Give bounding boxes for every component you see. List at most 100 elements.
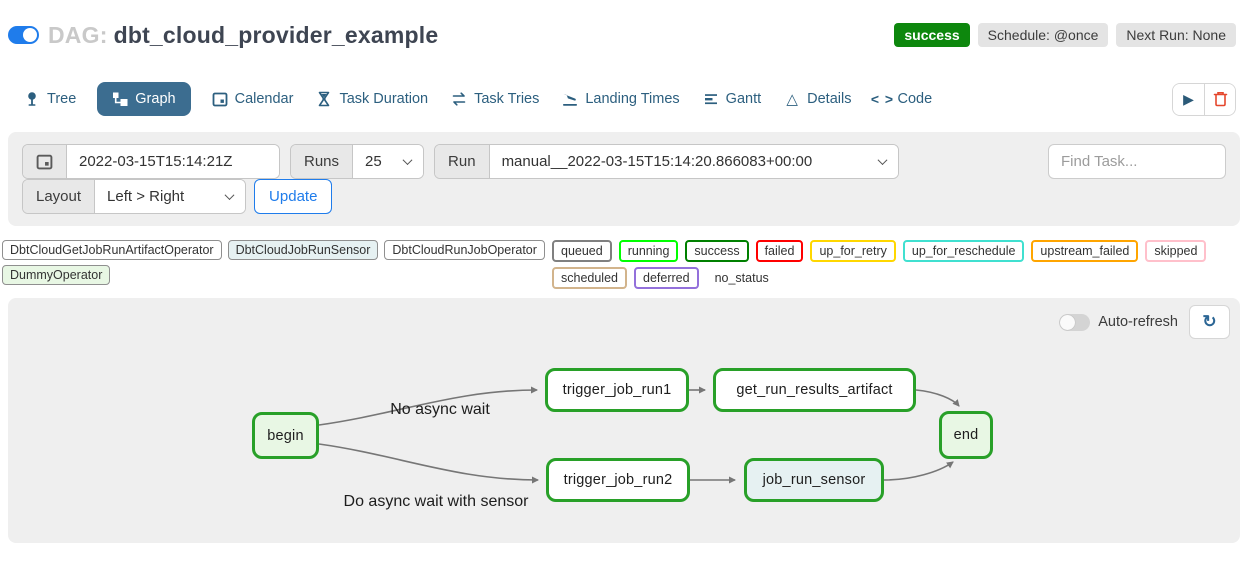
tab-details[interactable]: △ Details [782, 83, 853, 115]
edge-label-no-async-wait: No async wait [390, 401, 490, 418]
chevron-down-icon [224, 190, 235, 201]
operator-pill: DbtCloudRunJobOperator [384, 240, 545, 260]
edge-sensor-to-end [883, 461, 954, 481]
tab-label: Task Duration [339, 91, 429, 107]
tab-task-duration[interactable]: Task Duration [314, 83, 430, 115]
auto-refresh-controls: Auto-refresh ↻ [1059, 305, 1230, 339]
layout-select[interactable]: Left > Right [95, 180, 246, 213]
operator-pill: DbtCloudJobRunSensor [227, 240, 379, 260]
legend: DbtCloudGetJobRunArtifactOperator DbtClo… [2, 240, 1240, 289]
run-select-group: Run manual__2022-03-15T15:14:20.866083+0… [434, 144, 899, 179]
delete-dag-button[interactable] [1204, 83, 1235, 115]
state-pill-up-for-reschedule: up_for_reschedule [902, 240, 1025, 262]
dag-node-trigger-job-run2[interactable]: trigger_job_run2 [546, 458, 690, 502]
tab-label: Gantt [725, 91, 762, 107]
dag-node-get-run-results-artifact[interactable]: get_run_results_artifact [713, 368, 916, 412]
operator-pill: DbtCloudGetJobRunArtifactOperator [2, 240, 222, 260]
state-pill-running: running [618, 240, 679, 262]
refresh-button[interactable]: ↻ [1189, 305, 1230, 339]
state-legend: queued running success failed up_for_ret… [552, 240, 1240, 289]
tab-label: Details [807, 91, 852, 107]
airflow-dag-page: DAG:dbt_cloud_provider_example success S… [0, 16, 1248, 543]
edge-begin-to-trigger1 [318, 386, 538, 426]
dag-node-trigger-job-run1[interactable]: trigger_job_run1 [545, 368, 689, 412]
next-run-badge: Next Run: None [1116, 23, 1236, 47]
base-date-group: 2022-03-15T15:14:21Z [22, 144, 280, 179]
hourglass-icon [316, 91, 332, 107]
state-pill-scheduled: scheduled [552, 267, 627, 289]
page-title: DAG:dbt_cloud_provider_example [48, 22, 438, 49]
status-badge[interactable]: success [894, 23, 970, 47]
layout-label: Layout [23, 180, 96, 213]
refresh-arrow-icon: ↻ [1202, 312, 1217, 331]
filter-row-2: Layout Left > Right Update [22, 179, 1226, 214]
tree-icon [24, 91, 40, 107]
state-pill-deferred: deferred [634, 267, 699, 289]
plane-landing-icon [562, 91, 578, 107]
dag-name: dbt_cloud_provider_example [113, 21, 439, 48]
auto-refresh-label: Auto-refresh [1098, 314, 1178, 330]
state-pill-queued: queued [552, 240, 612, 262]
chevron-down-icon [877, 155, 888, 166]
dag-node-job-run-sensor[interactable]: job_run_sensor [744, 458, 884, 502]
view-tabs: Tree Graph Calendar Task Duration [22, 82, 934, 116]
tab-landing-times[interactable]: Landing Times [560, 83, 681, 115]
tab-tree[interactable]: Tree [22, 83, 78, 115]
repeat-arrows-icon [451, 91, 467, 107]
update-button[interactable]: Update [254, 179, 333, 214]
state-pill-up-for-retry: up_for_retry [810, 240, 896, 262]
tab-label: Calendar [234, 91, 294, 107]
num-runs-group: Runs 25 [290, 144, 425, 179]
state-pill-skipped: skipped [1145, 240, 1207, 262]
toggle-knob [23, 28, 37, 42]
tab-label: Code [897, 91, 933, 107]
tab-graph[interactable]: Graph [97, 82, 191, 116]
find-task-input[interactable] [1048, 144, 1226, 179]
layout-group: Layout Left > Right [22, 179, 247, 214]
runs-label: Runs [291, 145, 354, 178]
header: DAG:dbt_cloud_provider_example success S… [8, 16, 1236, 54]
filter-row-1: 2022-03-15T15:14:21Z Runs 25 Run manual_… [22, 144, 1226, 179]
run-select[interactable]: manual__2022-03-15T15:14:20.866083+00:00 [489, 145, 898, 178]
toggle-knob [1060, 314, 1076, 330]
trigger-dag-button[interactable]: ▶ [1173, 83, 1204, 115]
base-date-input[interactable]: 2022-03-15T15:14:21Z [67, 145, 279, 178]
operator-pill: DummyOperator [2, 265, 111, 285]
dag-edges [318, 386, 960, 484]
dag-prefix-label: DAG: [48, 21, 108, 48]
edge-begin-to-trigger2 [318, 443, 539, 484]
triangle-icon: △ [786, 90, 798, 108]
tab-label: Landing Times [585, 91, 680, 107]
tab-label: Graph [135, 91, 176, 107]
tab-calendar[interactable]: Calendar [210, 83, 296, 115]
auto-refresh-toggle[interactable] [1059, 313, 1091, 331]
tab-code[interactable]: < > Code [870, 83, 934, 115]
chevron-down-icon [402, 155, 413, 166]
state-pill-upstream-failed: upstream_failed [1031, 240, 1139, 262]
edge-label-do-async-wait: Do async wait with sensor [343, 493, 529, 510]
tab-gantt[interactable]: Gantt [701, 83, 763, 115]
dag-node-end[interactable]: end [939, 411, 993, 459]
tab-task-tries[interactable]: Task Tries [449, 83, 541, 115]
play-icon: ▶ [1183, 91, 1194, 107]
operator-legend: DbtCloudGetJobRunArtifactOperator DbtClo… [2, 240, 548, 285]
dag-graph-panel: Auto-refresh ↻ begin trigger_job_run1 ge… [8, 298, 1240, 543]
tabs-row: Tree Graph Calendar Task Duration [22, 82, 1236, 116]
tab-label: Task Tries [474, 91, 540, 107]
graph-icon [112, 91, 128, 107]
dag-action-buttons: ▶ [1172, 82, 1236, 116]
dag-pause-toggle[interactable] [8, 26, 39, 44]
state-pill-no-status: no_status [705, 267, 778, 289]
dag-node-begin[interactable]: begin [252, 412, 319, 459]
state-pill-failed: failed [755, 240, 804, 262]
tab-label: Tree [47, 91, 77, 107]
header-badges: success Schedule: @once Next Run: None [894, 23, 1236, 47]
calendar-icon [23, 145, 67, 178]
filter-panel: 2022-03-15T15:14:21Z Runs 25 Run manual_… [8, 132, 1240, 226]
schedule-badge: Schedule: @once [977, 23, 1109, 47]
num-runs-select[interactable]: 25 [353, 145, 424, 178]
bars-icon [703, 91, 719, 107]
angle-brackets-icon: < > [870, 91, 895, 107]
calendar-icon [212, 91, 228, 107]
edge-artifact-to-end [915, 389, 960, 407]
